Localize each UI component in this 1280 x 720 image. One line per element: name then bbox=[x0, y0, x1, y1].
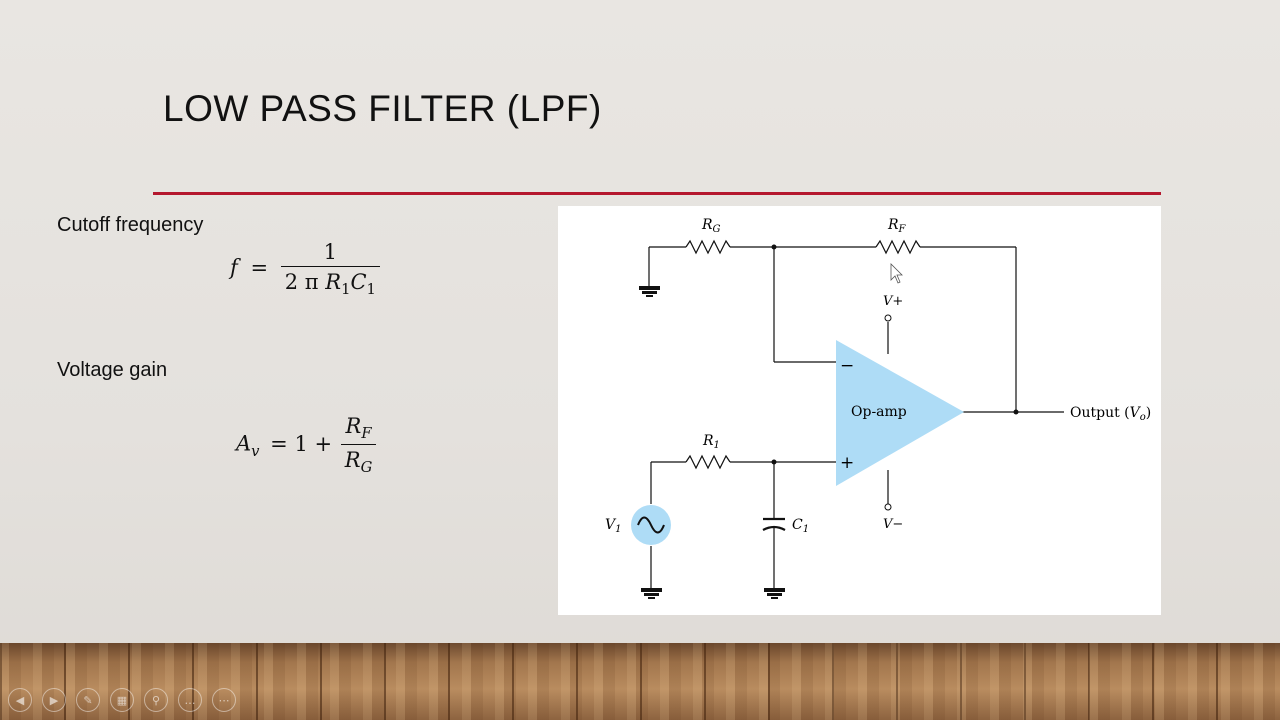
v1-label: V1 bbox=[605, 517, 622, 535]
mouse-cursor-icon bbox=[890, 263, 903, 284]
formula-f-symbol: f bbox=[230, 255, 238, 280]
sine-icon bbox=[637, 516, 665, 534]
ground-rg bbox=[639, 286, 660, 297]
junction-output bbox=[1013, 409, 1019, 415]
gain-denominator: RG bbox=[340, 444, 377, 476]
r1-label: R1 bbox=[702, 433, 720, 451]
junction-bottom bbox=[771, 459, 777, 465]
voltage-gain-label: Voltage gain bbox=[57, 359, 168, 381]
options-icon[interactable]: ⋯ bbox=[212, 688, 236, 712]
slide-title: LOW PASS FILTER (LPF) bbox=[163, 88, 602, 129]
formula-equals-one-plus: = 1 + bbox=[270, 431, 333, 456]
opamp-label: Op-amp bbox=[851, 404, 907, 420]
rg-label: RG bbox=[701, 217, 721, 235]
voltage-gain-formula: Av = 1 + RF RG bbox=[236, 414, 377, 476]
zoom-icon[interactable]: ⚲ bbox=[144, 688, 168, 712]
vplus-label: V+ bbox=[883, 294, 903, 309]
formula-equals: = bbox=[250, 255, 269, 280]
vplus-terminal bbox=[884, 314, 892, 322]
ground-capacitor bbox=[764, 588, 785, 599]
opamp-triangle bbox=[836, 340, 964, 486]
circuit-diagram: RG RF R1 C1 V1 V+ V− Op-amp − + Output (… bbox=[605, 217, 1151, 599]
cutoff-numerator: 1 bbox=[323, 240, 338, 264]
c1-plate-bottom bbox=[762, 525, 786, 531]
vminus-terminal bbox=[884, 503, 892, 511]
cutoff-denominator: 2 π R1C1 bbox=[280, 266, 380, 298]
noninverting-sign: + bbox=[840, 453, 854, 473]
rf-resistor bbox=[875, 239, 921, 255]
wood-floor-decoration bbox=[0, 643, 1280, 720]
next-icon[interactable]: ▶ bbox=[42, 688, 66, 712]
title-underline bbox=[153, 192, 1161, 195]
r1-resistor bbox=[685, 454, 731, 470]
formula-av-symbol: A bbox=[236, 431, 252, 456]
cutoff-frequency-label: Cutoff frequency bbox=[57, 214, 204, 236]
vminus-label: V− bbox=[883, 517, 903, 532]
gain-fraction: RF RG bbox=[340, 414, 377, 476]
inverting-sign: − bbox=[840, 356, 854, 376]
ground-source bbox=[641, 588, 662, 599]
output-label: Output (Vo) bbox=[1070, 405, 1151, 423]
more-icon[interactable]: … bbox=[178, 688, 202, 712]
grid-icon[interactable]: ▦ bbox=[110, 688, 134, 712]
pen-icon[interactable]: ✎ bbox=[76, 688, 100, 712]
rf-label: RF bbox=[887, 217, 907, 235]
cutoff-fraction: 1 2 π R1C1 bbox=[280, 240, 380, 298]
gain-numerator: RF bbox=[345, 414, 372, 443]
slideshow-controls: ◀ ▶ ✎ ▦ ⚲ … ⋯ bbox=[8, 688, 236, 712]
c1-label: C1 bbox=[792, 517, 809, 535]
prev-icon[interactable]: ◀ bbox=[8, 688, 32, 712]
circuit-figure: RG RF R1 C1 V1 V+ V− Op-amp − + Output (… bbox=[558, 206, 1161, 615]
junction-top bbox=[771, 244, 777, 250]
cutoff-frequency-formula: f = 1 2 π R1C1 bbox=[230, 240, 380, 298]
rg-resistor bbox=[685, 239, 731, 255]
